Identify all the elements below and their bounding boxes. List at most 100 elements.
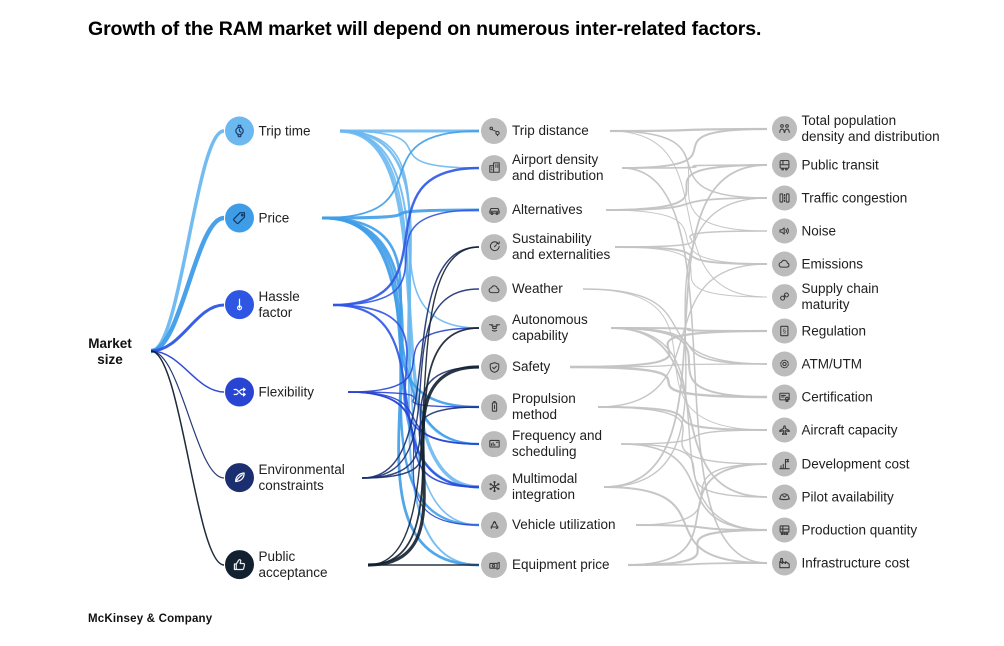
factor-driver-link (347, 391, 480, 408)
driver-safety: Safety (481, 354, 550, 380)
external-label: Noise (801, 223, 837, 239)
driver-label: Propulsion method (512, 391, 576, 422)
factor-label: Public acceptance (258, 549, 328, 580)
speaker-icon (771, 218, 797, 244)
page-title: Growth of the RAM market will depend on … (88, 18, 762, 40)
external-infrastructure-cost: Infrastructure cost (771, 550, 910, 576)
factor-driver-link (361, 406, 480, 479)
banknote-icon (481, 552, 507, 578)
thumbs-up-icon (224, 550, 254, 580)
external-public-transit: Public transit (771, 152, 879, 178)
factor-label: Trip time (258, 123, 311, 139)
gauge-cycle-icon (481, 234, 507, 260)
driver-external-link (569, 363, 768, 368)
market-size-label: Market size (88, 335, 132, 367)
factor-price: Price (224, 203, 290, 233)
external-supply-chain: Supply chain maturity (771, 281, 879, 313)
bus-icon (771, 152, 797, 178)
external-label: Aircraft capacity (801, 422, 898, 438)
factor-label: Hassle factor (258, 289, 300, 320)
external-noise: Noise (771, 218, 837, 244)
driver-external-link (627, 528, 768, 567)
external-certification: Certification (771, 384, 873, 410)
factor-driver-link (361, 246, 480, 479)
driver-external-link (620, 443, 768, 498)
driver-trip-distance: Trip distance (481, 118, 589, 144)
external-pilot-availability: Pilot availability (771, 484, 894, 510)
svg-text:§: § (782, 327, 785, 335)
market-factor-link (150, 215, 225, 354)
driver-label: Vehicle utilization (512, 517, 616, 533)
driver-external-link (627, 463, 768, 566)
driver-autonomous: Autonomous capability (481, 312, 588, 344)
buildings-icon (481, 155, 507, 181)
driver-vehicle-utilization: Vehicle utilization (481, 512, 616, 538)
driver-label: Equipment price (512, 557, 610, 573)
factor-driver-link (367, 365, 480, 567)
factor-label: Price (258, 210, 290, 226)
factor-hassle: Hassle factor (224, 289, 300, 321)
factor-driver-link (339, 130, 480, 566)
external-label: Certification (801, 389, 873, 405)
driver-external-link (614, 246, 768, 298)
bar-chart-flag-icon (771, 451, 797, 477)
driver-external-link (621, 128, 768, 169)
press-machine-icon (771, 517, 797, 543)
driver-multimodal: Multimodal integration (481, 471, 577, 503)
driver-external-link (609, 130, 768, 232)
market-factor-link (150, 350, 225, 479)
driver-label: Autonomous capability (512, 312, 588, 343)
external-label: Total population density and distributio… (801, 113, 940, 144)
driver-label: Airport density and distribution (512, 152, 604, 183)
driver-external-link (627, 562, 768, 566)
driver-external-link (610, 327, 768, 531)
factor-driver-link (321, 208, 480, 220)
factor-flexibility: Flexibility (224, 377, 314, 407)
driver-external-link (597, 263, 768, 408)
external-total-population: Total population density and distributio… (771, 113, 940, 145)
driver-label: Weather (512, 281, 563, 297)
cloud-icon (481, 276, 507, 302)
external-atm-utm: ATM/UTM (771, 351, 863, 377)
shield-check-icon (481, 354, 507, 380)
chain-link-icon (771, 284, 797, 310)
factor-driver-link (321, 216, 480, 567)
external-label: Emissions (801, 256, 864, 272)
external-emissions: Emissions (771, 251, 864, 277)
factor-public: Public acceptance (224, 549, 328, 581)
external-label: Regulation (801, 323, 867, 339)
driver-label: Sustainability and externalities (512, 231, 611, 262)
external-aircraft-capacity: Aircraft capacity (771, 417, 898, 443)
external-label: Supply chain maturity (801, 281, 879, 312)
market-factor-link (150, 350, 225, 393)
gear-icon (771, 351, 797, 377)
driver-external-link (569, 329, 768, 369)
external-development-cost: Development cost (771, 451, 910, 477)
driver-external-link (609, 127, 768, 133)
driver-external-link (603, 486, 768, 564)
battery-icon (481, 394, 507, 420)
external-label: Public transit (801, 157, 879, 173)
driver-label: Safety (512, 359, 551, 375)
driver-label: Trip distance (512, 123, 589, 139)
factor-driver-link (361, 288, 480, 479)
watch-icon (224, 116, 254, 146)
external-production-quantity: Production quantity (771, 517, 917, 543)
driver-external-link (621, 167, 768, 564)
driver-external-link (610, 327, 768, 498)
car-icon (481, 197, 507, 223)
driver-external-link (610, 327, 768, 398)
market-factor-link (150, 129, 225, 353)
external-traffic-congestion: Traffic congestion (771, 185, 907, 211)
external-label: Infrastructure cost (801, 555, 910, 571)
driver-sustainability: Sustainability and externalities (481, 231, 610, 263)
factor-driver-link (367, 246, 480, 566)
external-label: ATM/UTM (801, 356, 863, 372)
factor-driver-link (347, 327, 480, 393)
driver-label: Frequency and scheduling (512, 428, 603, 459)
driver-propulsion: Propulsion method (481, 391, 576, 423)
people-icon (771, 116, 797, 142)
driver-external-link (605, 197, 768, 211)
